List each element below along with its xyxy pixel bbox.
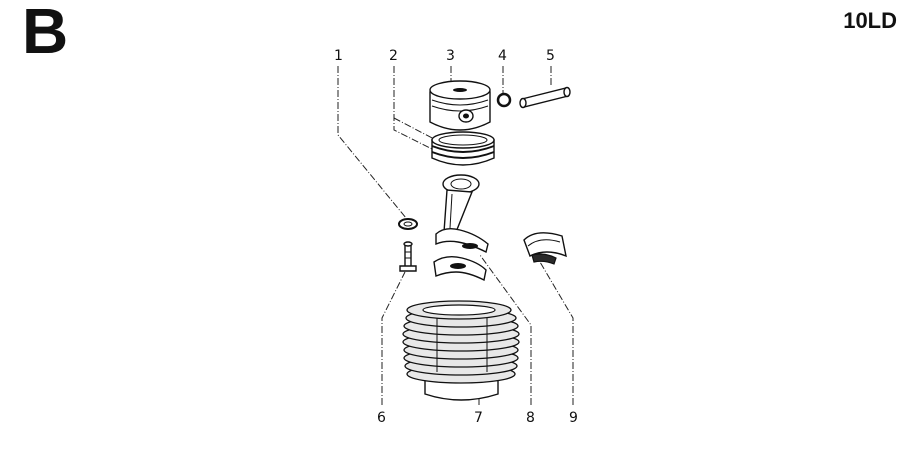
- callout-7: 7: [474, 410, 483, 426]
- callout-2: 2: [389, 48, 398, 64]
- callout-8: 8: [526, 410, 535, 426]
- model-code: 10LD: [843, 8, 897, 33]
- bearing-shells: [523, 232, 567, 265]
- leader-6: [381, 271, 406, 405]
- section-letter: B: [22, 0, 70, 67]
- piston-pin: [519, 86, 571, 109]
- leader-8: [479, 254, 532, 405]
- connecting-rod-cap: [433, 255, 487, 282]
- leader-2b: [393, 117, 437, 141]
- leader-lines: [337, 66, 574, 405]
- leader-9: [539, 261, 574, 405]
- leader-2a: [393, 66, 439, 153]
- circlip: [496, 92, 512, 108]
- piston-rings: [431, 131, 495, 166]
- washer: [398, 218, 418, 230]
- connecting-rod: [435, 174, 489, 254]
- callout-9: 9: [569, 410, 578, 426]
- connecting-rod-bolt: [399, 241, 417, 272]
- callout-6: 6: [377, 410, 386, 426]
- cylinder: [402, 300, 520, 401]
- leader-1: [337, 66, 407, 219]
- callout-3: 3: [446, 48, 455, 64]
- callout-4: 4: [498, 48, 507, 64]
- piston: [429, 80, 491, 131]
- callout-5: 5: [546, 48, 555, 64]
- callout-1: 1: [334, 48, 343, 64]
